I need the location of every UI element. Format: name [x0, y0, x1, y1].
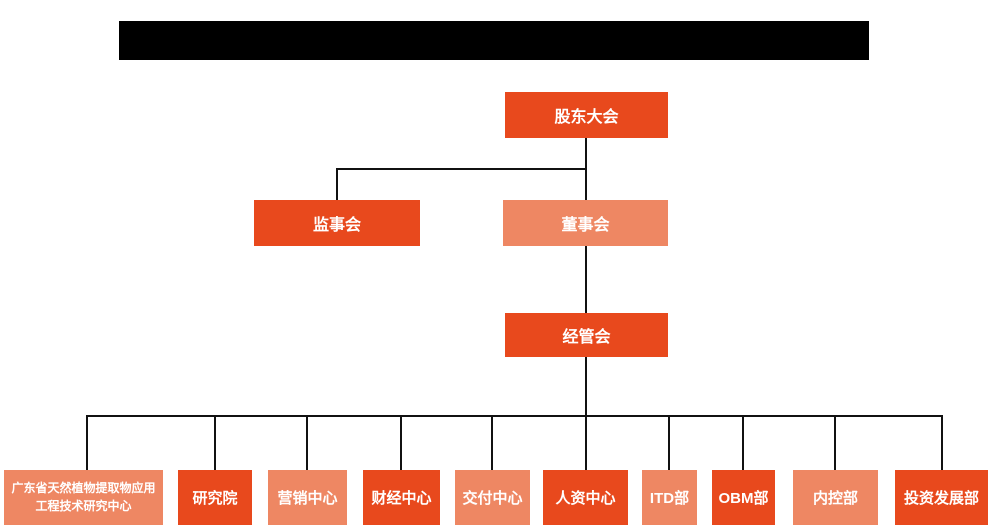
org-node-label: 人资中心 [555, 490, 616, 507]
org-node-label: 研究院 [192, 490, 238, 507]
org-node-label: 经管会 [562, 329, 611, 346]
org-node-management-committee: 经管会 [505, 313, 668, 357]
org-node-board-of-directors: 董事会 [503, 200, 668, 246]
redacted-title-bar [119, 21, 869, 60]
org-node-label: 董事会 [561, 217, 610, 234]
org-node-dept-research-center: 广东省天然植物提取物应用工程技术研究中心 [4, 470, 163, 525]
org-node-supervisory-board: 监事会 [254, 200, 420, 246]
connector-drop-dept-0 [86, 416, 88, 470]
org-node-dept-itd: ITD部 [642, 470, 697, 525]
connector-supervisory-drop [336, 168, 338, 200]
connector-drop-dept-8 [834, 416, 836, 470]
connector-drop-dept-4 [491, 416, 493, 470]
connector-bus-horizontal [86, 415, 943, 417]
org-node-label: 监事会 [312, 217, 361, 234]
org-node-label: 广东省天然植物提取物应用工程技术研究中心 [11, 481, 156, 513]
org-node-shareholders-meeting: 股东大会 [505, 92, 668, 138]
org-node-dept-finance-center: 财经中心 [363, 470, 440, 525]
connector-drop-dept-5 [585, 416, 587, 470]
org-node-dept-marketing-center: 营销中心 [268, 470, 347, 525]
connector-drop-dept-3 [400, 416, 402, 470]
org-node-label: OBM部 [718, 490, 769, 507]
org-node-dept-obm: OBM部 [712, 470, 775, 525]
org-node-label: 股东大会 [554, 109, 619, 126]
connector-management-bus [585, 357, 587, 416]
org-node-label: 投资发展部 [903, 490, 979, 507]
org-node-dept-hr-center: 人资中心 [543, 470, 628, 525]
org-node-label: 财经中心 [371, 490, 432, 507]
connector-split-horizontal [336, 168, 587, 170]
connector-board-management [585, 246, 587, 313]
org-node-dept-internal-control: 内控部 [793, 470, 878, 525]
org-node-dept-delivery-center: 交付中心 [455, 470, 530, 525]
org-node-label: 交付中心 [462, 490, 523, 507]
connector-drop-dept-9 [941, 416, 943, 470]
connector-drop-dept-6 [668, 416, 670, 470]
connector-drop-dept-2 [306, 416, 308, 470]
connector-drop-dept-7 [742, 416, 744, 470]
org-node-dept-research-institute: 研究院 [178, 470, 252, 525]
org-node-label: 内控部 [812, 490, 858, 507]
org-node-label: ITD部 [649, 490, 690, 507]
org-node-label: 营销中心 [277, 490, 338, 507]
org-node-dept-investment-development: 投资发展部 [895, 470, 988, 525]
connector-drop-dept-1 [214, 416, 216, 470]
